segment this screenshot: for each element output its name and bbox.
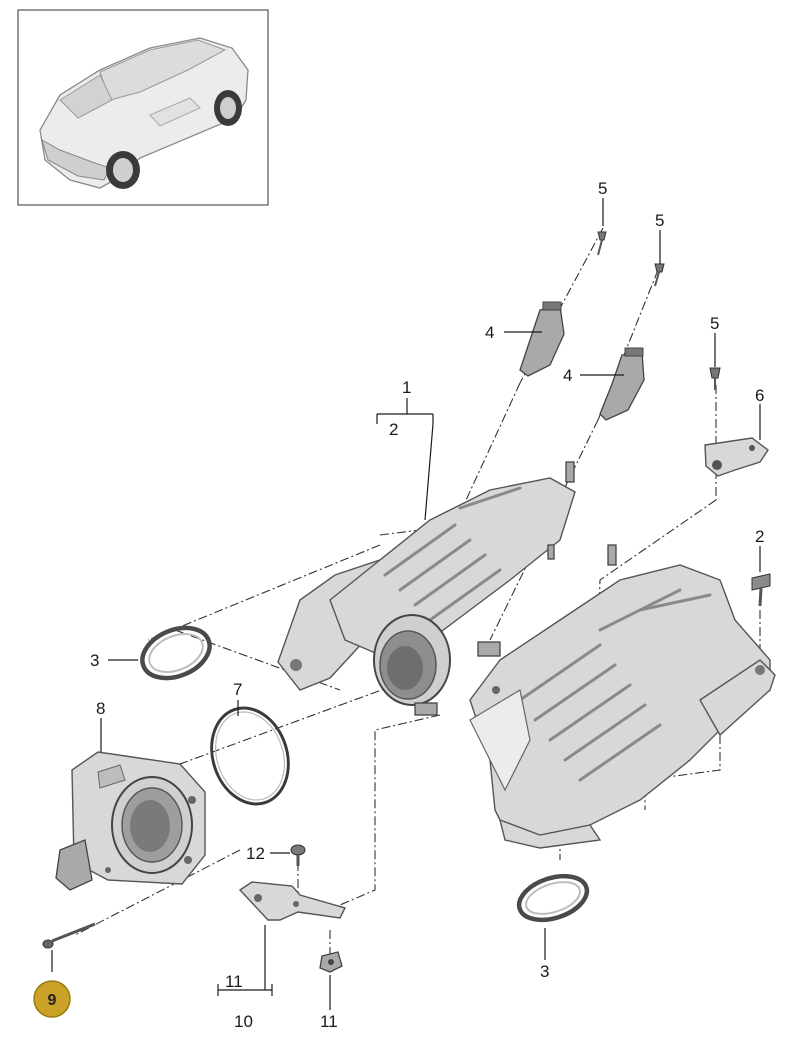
callout-3-bottom: 3	[540, 962, 549, 981]
suv-vehicle-icon	[39, 37, 249, 189]
gasket-3-bottom	[516, 873, 590, 923]
callout-10: 10	[234, 1012, 253, 1031]
callout-11-group: 11	[225, 972, 243, 991]
throttle-body-8	[55, 751, 206, 891]
callout-8: 8	[96, 699, 105, 718]
callout-5-c: 5	[710, 314, 719, 333]
screw-5a	[597, 231, 607, 256]
callout-5-a: 5	[598, 179, 607, 198]
callout-labels: 1 2 5 5 5 4 4 6 2 3 7 8 12 3 11 10 11	[90, 179, 764, 1031]
callout-6: 6	[755, 386, 764, 405]
vehicle-thumbnail	[17, 9, 269, 206]
callout-7: 7	[233, 680, 242, 699]
callout-5-b: 5	[655, 211, 664, 230]
leader-lines	[51, 198, 761, 1010]
bracket-10	[238, 881, 347, 921]
pressure-sensor-upper	[519, 301, 565, 377]
intake-manifold	[277, 461, 776, 849]
callout-4-top: 4	[485, 323, 494, 342]
callout-2-right: 2	[755, 527, 764, 546]
screw-5b	[654, 263, 665, 287]
screw-12	[290, 844, 306, 866]
gasket-3-left	[140, 625, 212, 681]
callout-11-single: 11	[320, 1012, 338, 1031]
nut-11	[319, 951, 343, 973]
callout-3-left: 3	[90, 651, 99, 670]
callout-1: 1	[402, 378, 411, 397]
callout-9: 9	[48, 992, 57, 1009]
bracket-6	[704, 437, 769, 477]
highlight-badge-9[interactable]: 9	[33, 980, 71, 1018]
screw-9	[42, 922, 96, 949]
o-ring-7	[210, 706, 290, 806]
callout-4-mid: 4	[563, 366, 572, 385]
screw-2	[751, 573, 771, 607]
pressure-sensor-lower	[599, 347, 645, 421]
callout-12: 12	[246, 844, 265, 863]
screw-5c	[709, 367, 721, 390]
callout-2-top: 2	[389, 420, 398, 439]
